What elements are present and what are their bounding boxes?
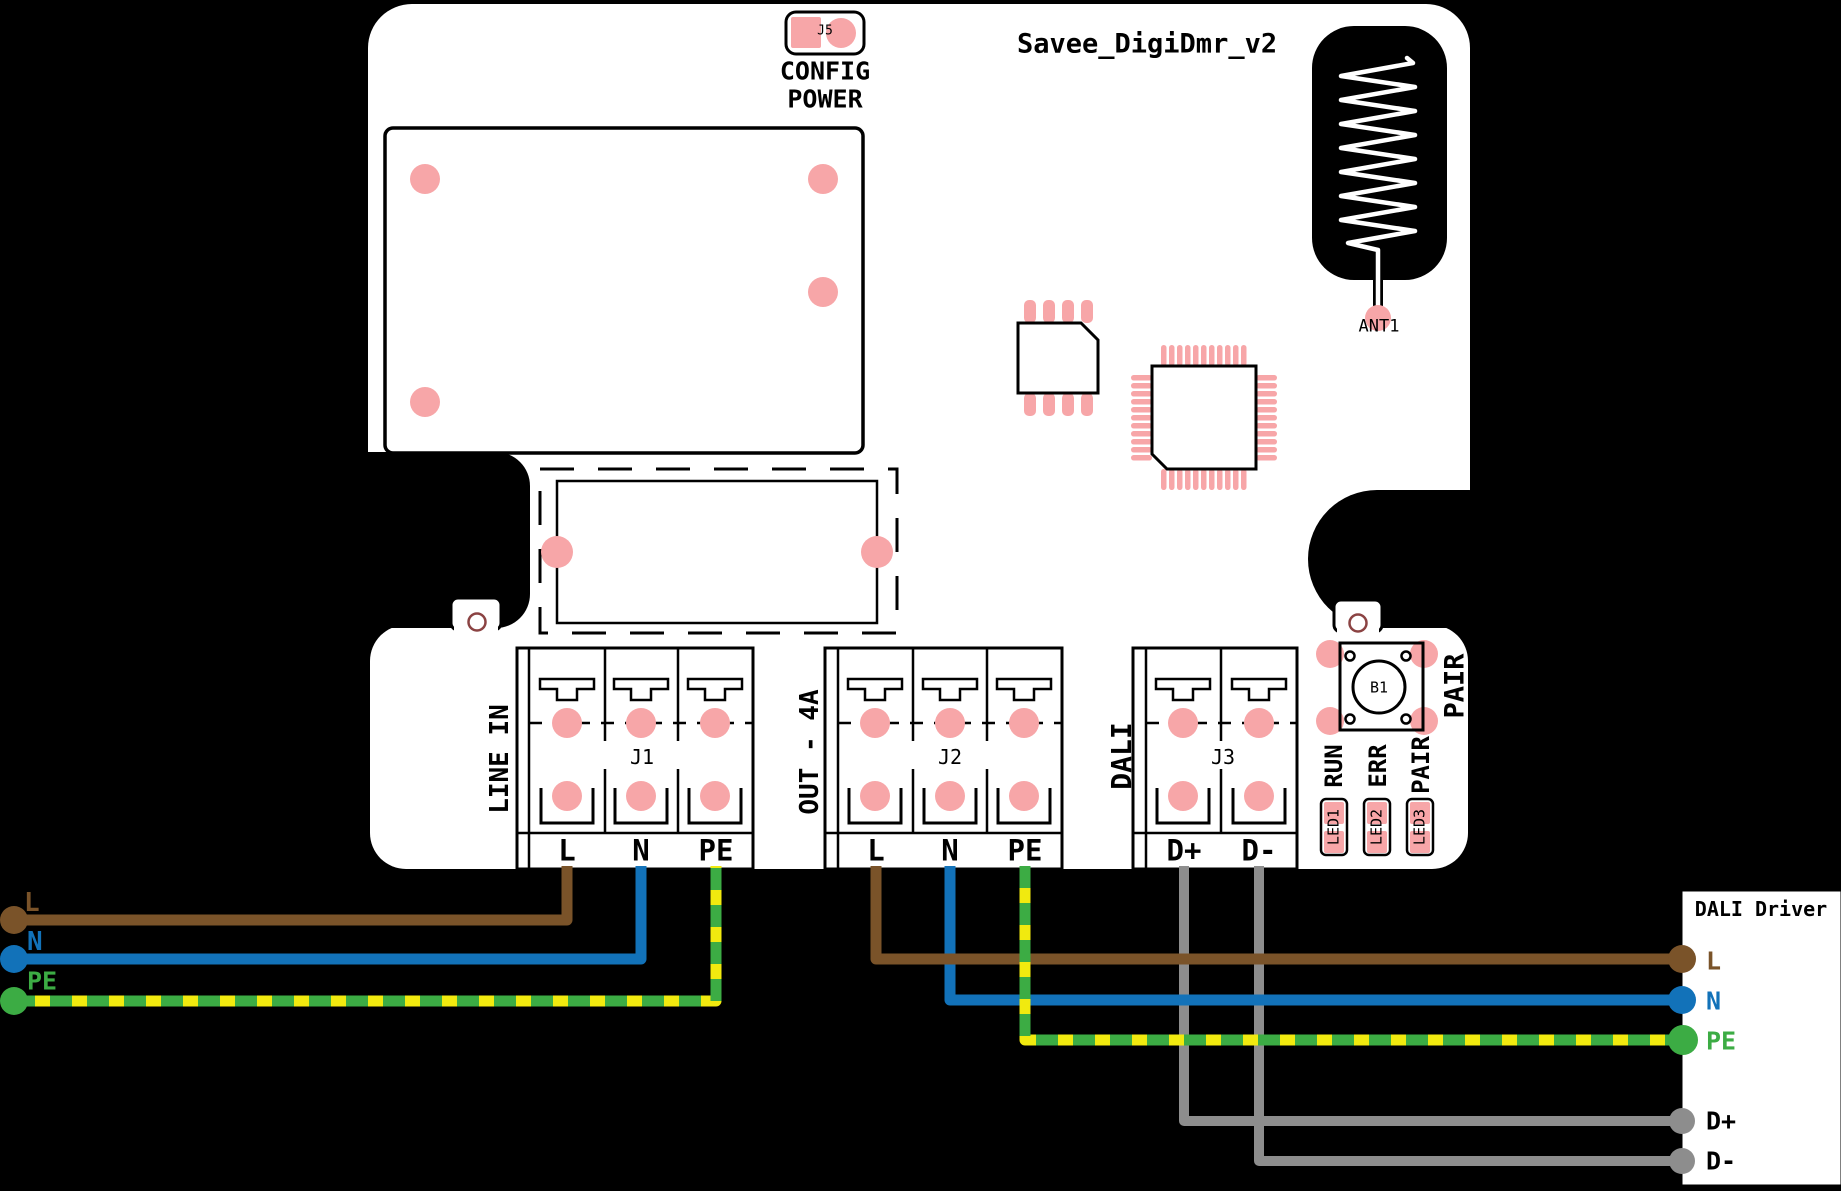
wire-earth-in-green	[13, 866, 722, 1007]
pair-button	[1316, 640, 1438, 735]
input-label-pe: PE	[27, 966, 58, 996]
pair-button-ref: B1	[1369, 678, 1389, 697]
dot-dplus-out	[1669, 1108, 1695, 1134]
wire-earth-in-yellow	[13, 866, 722, 1007]
j3-ref: J3	[1210, 745, 1236, 769]
mcu-qfp-ic	[1131, 345, 1277, 490]
driver-terminal-dminus: D-	[1706, 1146, 1737, 1176]
led3-ref: LED3	[1410, 808, 1429, 846]
dot-earth-in	[0, 987, 28, 1015]
mounting-hole-right	[1348, 613, 1368, 633]
input-label-l: L	[24, 888, 40, 918]
antenna-ref: ANT1	[1358, 316, 1400, 337]
mounting-hole-left	[467, 612, 487, 632]
driver-terminal-pe: PE	[1706, 1026, 1737, 1056]
dot-earth-out	[1668, 1025, 1698, 1055]
j3-title: DALI	[1105, 722, 1138, 790]
left-edge-notch	[296, 452, 530, 628]
led1-ref: LED1	[1324, 808, 1343, 846]
j5-ref: J5	[817, 23, 833, 39]
mounting-tab-right	[1332, 598, 1384, 634]
driver-terminal-l: L	[1706, 946, 1722, 976]
mounting-tab-left	[449, 596, 503, 632]
j1-title: LINE IN	[485, 704, 515, 814]
fuse-footprint	[538, 467, 899, 635]
right-edge-notch	[1308, 490, 1538, 628]
wire-live-in	[12, 866, 573, 926]
j2-terminal-pe: PE	[1007, 833, 1043, 868]
driver-terminal-n: N	[1706, 986, 1722, 1016]
wire-earth-out-yellow	[1019, 866, 1679, 1046]
dot-dminus-out	[1669, 1148, 1695, 1174]
board-title: Savee_DigiDmr_v2	[1017, 28, 1278, 60]
j1-ref: J1	[629, 745, 655, 769]
dot-live-out	[1668, 945, 1696, 973]
wire-earth-out-green	[1019, 866, 1679, 1046]
j3-terminal-dplus: D+	[1166, 833, 1202, 868]
config-label-line1: CONFIG	[779, 56, 871, 86]
led1-function-label: RUN	[1320, 744, 1348, 788]
config-label-line2: POWER	[787, 84, 863, 114]
dot-live-in	[0, 906, 28, 934]
j2-title: OUT - 4A	[795, 689, 825, 815]
dali-driver-box	[1679, 888, 1841, 1188]
j1-terminal-n: N	[632, 833, 650, 868]
soic8-ic	[1016, 300, 1100, 416]
terminal-block-j3	[1131, 646, 1299, 871]
j2-terminal-l: L	[867, 833, 885, 868]
antenna-coil	[1336, 53, 1420, 331]
wire-neutral-in	[12, 866, 647, 965]
led2-function-label: ERR	[1364, 744, 1392, 788]
terminal-block-j1	[515, 646, 755, 871]
pair-button-label: PAIR	[1439, 653, 1471, 719]
j3-terminal-dminus: D-	[1241, 833, 1277, 868]
dali-driver-title: DALI Driver	[1694, 897, 1828, 921]
power-module-footprint	[383, 126, 865, 455]
j2-ref: J2	[937, 745, 963, 769]
driver-terminal-dplus: D+	[1706, 1106, 1737, 1136]
dot-neutral-out	[1668, 986, 1696, 1014]
wire-neutral-out	[944, 866, 1681, 1006]
wire-live-out	[870, 866, 1681, 965]
led2-ref: LED2	[1367, 808, 1386, 846]
led3-function-label: PAIR	[1407, 736, 1435, 794]
status-led-footprints	[1319, 797, 1435, 857]
config-power-connector	[784, 10, 866, 56]
antenna-pad	[1365, 305, 1391, 331]
input-label-n: N	[27, 927, 43, 957]
terminal-block-j2	[823, 646, 1064, 871]
j1-terminal-pe: PE	[698, 833, 734, 868]
j1-terminal-l: L	[558, 833, 576, 868]
dot-neutral-in	[0, 945, 28, 973]
j2-terminal-n: N	[941, 833, 959, 868]
wire-dali-dplus	[1179, 866, 1681, 1126]
